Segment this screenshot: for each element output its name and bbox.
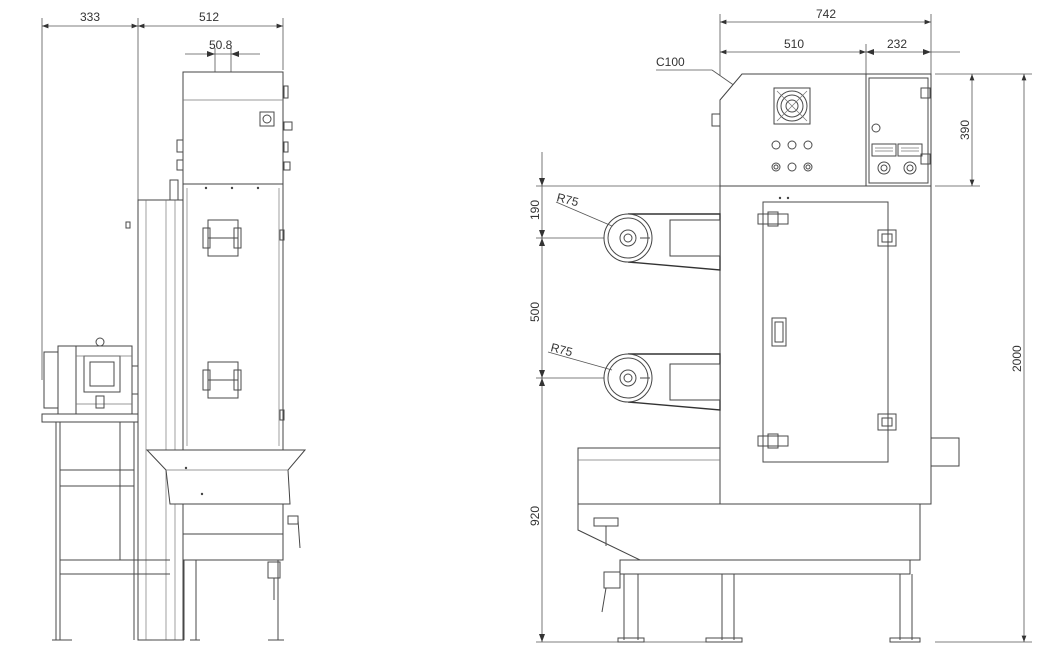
dim-total-width: 742 [816,7,836,21]
dim-upper-wheel-offset: 190 [528,200,542,220]
side-motor [43,337,139,415]
dim-base-height: 920 [528,506,542,526]
front-top-dimensions: 742 510 232 C100 [656,7,960,87]
front-main-body [719,185,960,505]
front-top-housing [711,73,867,187]
front-view: 742 510 232 C100 390 2000 [528,7,1032,643]
dim-cabinet-height: 390 [958,120,972,140]
front-lower-wheel: R75 [547,340,721,411]
front-electric-cabinet [865,73,932,187]
side-main-column [182,183,285,451]
front-base [577,447,921,643]
dim-width-left: 333 [80,10,100,24]
dim-wheel-spacing: 500 [528,302,542,322]
side-hopper [145,449,307,641]
side-view: 333 512 50.8 [41,10,307,641]
side-motor-stand [41,413,170,641]
dim-width-main: 512 [199,10,219,24]
dim-cabinet-width: 232 [887,37,907,51]
dim-total-height: 2000 [1010,345,1024,372]
side-frame [125,179,184,641]
dim-body-width: 510 [784,37,804,51]
dim-detail-width: 50.8 [209,38,233,52]
dim-radius-lower: R75 [549,340,574,359]
front-upper-wheel: R75 [555,190,721,271]
side-control-box [176,71,293,185]
dim-chamfer: C100 [656,55,685,69]
door-handle [771,317,787,347]
front-left-dimensions: 190 500 920 [528,152,720,643]
access-door [762,201,889,463]
front-right-dimensions: 390 2000 [935,73,1032,643]
dim-radius-upper: R75 [555,190,580,209]
